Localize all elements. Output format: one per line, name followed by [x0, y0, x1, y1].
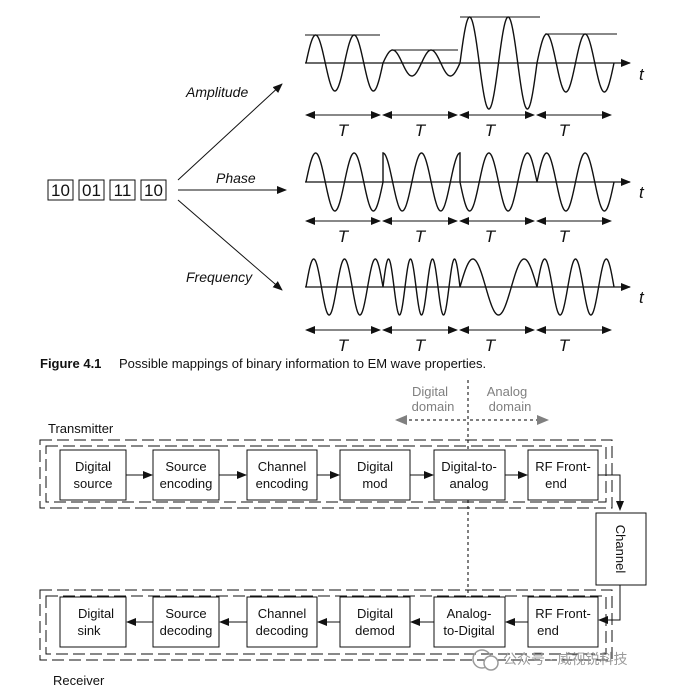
period-label: T: [338, 227, 350, 246]
block-label: Digital: [357, 459, 393, 474]
amplitude-periods: T T T T: [305, 111, 612, 140]
wechat-icon-bubble: [483, 655, 499, 671]
channel-block: Channel: [595, 512, 647, 586]
tx-block-digital-mod: Digital mod: [339, 449, 411, 501]
period-label: T: [415, 121, 427, 140]
figure-caption: Possible mappings of binary information …: [119, 356, 486, 371]
block-label: Digital: [357, 606, 393, 621]
bit-sequence: 10 01 11 10: [47, 179, 167, 201]
frequency-waveform: [305, 258, 615, 316]
block-label: Source: [165, 459, 206, 474]
period-label: T: [485, 336, 497, 355]
frequency-periods: T T T T: [305, 326, 612, 355]
watermark-text: 公众号 · 威视锐科技: [503, 651, 627, 667]
flow-arrow-to-channel: [598, 474, 624, 511]
phase-waveform: [305, 152, 615, 212]
rx-block-channel-decoding: Channel decoding: [246, 596, 318, 648]
block-label: Analog-: [447, 606, 492, 621]
amplitude-label: Amplitude: [185, 84, 248, 100]
rx-block-digital-sink: Digital sink: [59, 596, 127, 648]
bit-label: 11: [114, 181, 132, 200]
block-label: Digital: [78, 606, 114, 621]
period-label: T: [415, 227, 427, 246]
amplitude-waveform: [305, 16, 615, 110]
receiver-label: Receiver: [53, 673, 105, 685]
bit-box: [47, 179, 74, 201]
block-label: end: [537, 623, 559, 638]
bit-box: [78, 179, 105, 201]
period-label: T: [559, 121, 571, 140]
block-label: Source: [165, 606, 206, 621]
channel-label: Channel: [613, 525, 628, 574]
block-label: RF Front-: [535, 606, 591, 621]
block-label: encoding: [256, 476, 309, 491]
bit-label: 10: [144, 181, 163, 200]
transmitter-label: Transmitter: [48, 421, 114, 436]
block-label: encoding: [160, 476, 213, 491]
block-label: analog: [449, 476, 488, 491]
receiver-group: [39, 589, 613, 661]
rx-block-digital-demod: Digital demod: [339, 596, 411, 648]
period-label: T: [559, 336, 571, 355]
amplitude-arrow: [177, 83, 283, 181]
rx-block-source-decoding: Source decoding: [152, 596, 220, 648]
transmitter-group: [39, 439, 613, 509]
figure-4-1: 10 01 11 10 Amplitude Phase Frequency t …: [40, 16, 645, 371]
rx-block-analog-to-digital: Analog- to-Digital: [433, 596, 506, 648]
tx-block-rf-front-end: RF Front- end: [527, 449, 599, 501]
block-label: end: [545, 476, 567, 491]
period-label: T: [415, 336, 427, 355]
analog-domain-label-line2: domain: [489, 399, 532, 414]
bit-box: [140, 179, 167, 201]
block-label: source: [73, 476, 112, 491]
bit-label: 01: [82, 181, 101, 200]
block-label: decoding: [160, 623, 213, 638]
block-label: Digital: [75, 459, 111, 474]
watermark: 公众号 · 威视锐科技: [472, 649, 627, 671]
transceiver-diagram: Digital domain Analog domain Transmitter…: [39, 380, 647, 685]
block-label: Channel: [258, 459, 307, 474]
block-label: Digital-to-: [441, 459, 497, 474]
period-label: T: [485, 227, 497, 246]
time-label: t: [639, 183, 645, 202]
period-label: T: [338, 121, 350, 140]
block-label: Channel: [258, 606, 307, 621]
figure-number: Figure 4.1: [40, 356, 101, 371]
tx-block-source-encoding: Source encoding: [152, 449, 220, 501]
block-label: RF Front-: [535, 459, 591, 474]
block-label: decoding: [256, 623, 309, 638]
block-label: to-Digital: [443, 623, 494, 638]
tx-block-channel-encoding: Channel encoding: [246, 449, 318, 501]
frequency-label: Frequency: [186, 269, 253, 285]
period-label: T: [338, 336, 350, 355]
rx-block-rf-front-end: RF Front- end: [527, 596, 599, 648]
time-label: t: [639, 288, 645, 307]
tx-block-digital-to-analog: Digital-to- analog: [433, 449, 506, 501]
phase-periods: T T T T: [305, 217, 612, 246]
flow-arrow-from-channel: [598, 585, 621, 624]
block-label: demod: [355, 623, 395, 638]
digital-domain-label-line1: Digital: [412, 384, 448, 399]
digital-domain-label-line2: domain: [412, 399, 455, 414]
block-label: sink: [77, 623, 101, 638]
frequency-arrow: [177, 199, 283, 291]
phase-label: Phase: [216, 170, 256, 186]
block-label: mod: [362, 476, 387, 491]
bit-label: 10: [51, 181, 70, 200]
tx-block-digital-source: Digital source: [59, 449, 127, 501]
time-label: t: [639, 65, 645, 84]
bit-box: [109, 179, 136, 201]
period-label: T: [485, 121, 497, 140]
period-label: T: [559, 227, 571, 246]
analog-domain-label-line1: Analog: [487, 384, 527, 399]
